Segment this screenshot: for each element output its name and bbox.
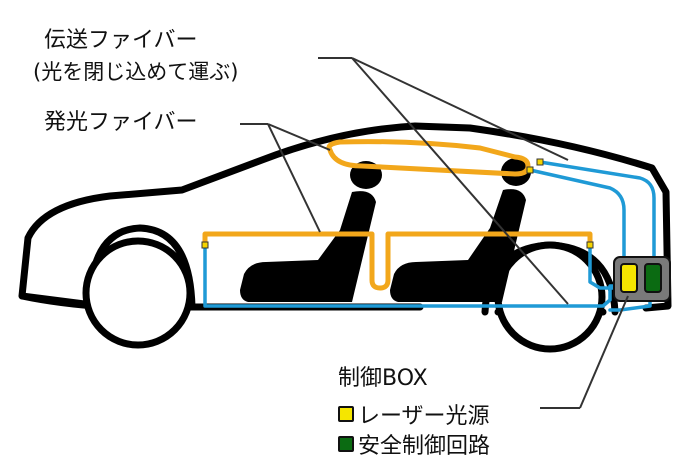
emitting-fiber-label: 発光ファイバー [44,110,198,135]
safety-circuit-label: 安全制御回路 [358,434,491,459]
transmission-fiber-sublabel: (光を閉じ込めて運ぶ) [33,60,239,84]
fiber-connectors [201,158,594,249]
laser-source-label: レーザー光源 [358,404,490,429]
laser-source-module [620,263,638,293]
leader-lines [240,57,629,409]
front-wheel [494,241,606,353]
safety-circuit-module [644,263,662,293]
emitting-fiber [202,139,593,291]
transmission-fiber [203,160,656,312]
transmission-fiber-label: 伝送ファイバー [44,28,198,53]
laser-source-swatch [338,406,354,422]
legend-laser-source: レーザー光源 [338,398,490,430]
rear-wheel [82,237,194,349]
legend-safety-circuit: 安全制御回路 [338,428,490,460]
control-box-title: 制御BOX [338,366,428,391]
safety-circuit-swatch [338,436,354,452]
